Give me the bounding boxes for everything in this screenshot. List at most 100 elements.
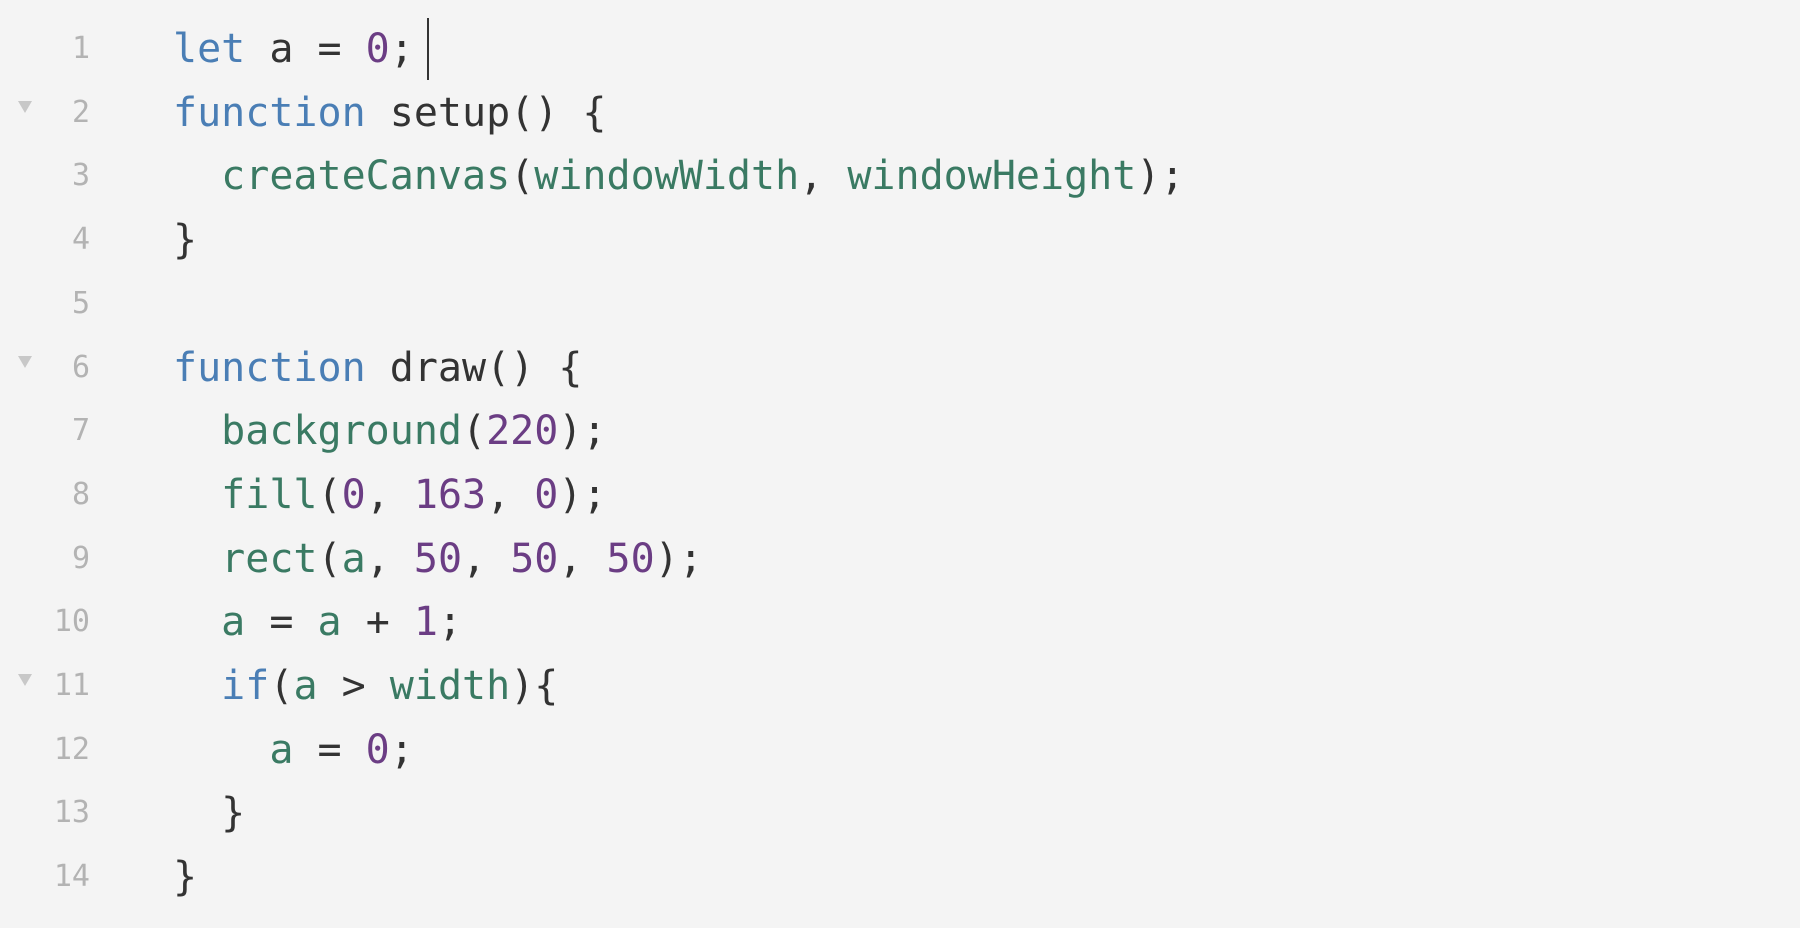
code-token: rect bbox=[221, 535, 318, 582]
code-token: a bbox=[317, 599, 342, 646]
code-token: = bbox=[293, 726, 366, 773]
line-number: 12 bbox=[53, 731, 90, 767]
code-token: function bbox=[173, 89, 366, 136]
code-token: 50 bbox=[510, 535, 559, 582]
code-text: } bbox=[173, 781, 245, 845]
code-token: createCanvas bbox=[221, 153, 511, 200]
code-line[interactable]: 5 bbox=[0, 272, 1800, 336]
code-token: ; bbox=[437, 599, 463, 646]
line-number: 2 bbox=[71, 94, 90, 130]
code-line[interactable]: 4} bbox=[0, 208, 1800, 272]
code-token: windowWidth bbox=[534, 153, 800, 200]
code-token: 1 bbox=[413, 599, 438, 646]
code-token: = bbox=[245, 599, 318, 646]
line-number: 14 bbox=[53, 859, 90, 895]
code-token: windowHeight bbox=[847, 153, 1137, 200]
code-token: width bbox=[389, 663, 511, 709]
line-number: 8 bbox=[71, 476, 90, 512]
code-text: a = 0; bbox=[173, 718, 414, 782]
line-number: 13 bbox=[53, 795, 90, 831]
code-token: a bbox=[293, 663, 318, 709]
line-number: 1 bbox=[71, 31, 90, 66]
code-token: 0 bbox=[365, 26, 390, 72]
code-token: background bbox=[221, 408, 462, 455]
code-token: ); bbox=[558, 408, 607, 455]
code-token: , bbox=[462, 535, 511, 582]
code-text: a = a + 1; bbox=[173, 590, 462, 654]
code-token bbox=[173, 472, 221, 518]
code-token bbox=[173, 599, 221, 645]
code-token: let bbox=[173, 26, 246, 72]
code-token: , bbox=[799, 153, 848, 200]
code-token: ( bbox=[269, 663, 294, 709]
line-number: 10 bbox=[53, 604, 90, 640]
code-line[interactable]: 13 } bbox=[0, 781, 1800, 845]
code-text: rect(a, 50, 50, 50); bbox=[173, 527, 703, 591]
code-token: , bbox=[365, 535, 414, 582]
code-token: 220 bbox=[486, 408, 559, 455]
code-token: ( bbox=[462, 408, 487, 455]
code-token: , bbox=[486, 471, 535, 518]
code-token: 50 bbox=[606, 535, 655, 582]
fold-arrow-icon[interactable] bbox=[18, 674, 32, 686]
code-text: } bbox=[173, 845, 197, 909]
code-token: 163 bbox=[413, 471, 487, 518]
code-line[interactable]: 8 fill(0, 163, 0); bbox=[0, 463, 1800, 527]
code-text: background(220); bbox=[173, 399, 607, 463]
code-token: setup() { bbox=[365, 89, 607, 136]
fold-arrow-icon[interactable] bbox=[18, 355, 32, 368]
code-token: ); bbox=[558, 471, 607, 518]
code-line[interactable]: 14} bbox=[0, 845, 1800, 909]
line-number: 11 bbox=[53, 668, 90, 703]
code-token: ( bbox=[317, 535, 342, 582]
code-text: if(a > width){ bbox=[173, 654, 558, 718]
code-token bbox=[173, 663, 221, 709]
code-token: ( bbox=[317, 471, 342, 518]
line-number: 3 bbox=[71, 158, 90, 194]
code-line[interactable]: 7 background(220); bbox=[0, 399, 1800, 463]
code-token: 50 bbox=[413, 535, 463, 582]
code-token: } bbox=[173, 854, 198, 901]
code-line[interactable]: 3 createCanvas(windowWidth, windowHeight… bbox=[0, 144, 1800, 208]
code-line[interactable]: 10 a = a + 1; bbox=[0, 590, 1800, 654]
code-text: let a = 0; bbox=[173, 17, 414, 81]
code-token: a bbox=[221, 599, 246, 646]
line-number: 4 bbox=[71, 222, 90, 258]
code-token: ); bbox=[1136, 153, 1185, 200]
code-token: draw() { bbox=[365, 344, 583, 391]
code-token: , bbox=[558, 535, 607, 582]
code-token: function bbox=[173, 344, 366, 391]
code-line[interactable]: 2 function setup() { bbox=[0, 81, 1800, 145]
text-cursor bbox=[427, 18, 429, 80]
code-token bbox=[173, 536, 221, 582]
code-token: if bbox=[221, 663, 270, 709]
code-token: a = bbox=[245, 26, 366, 72]
code-token: 0 bbox=[534, 471, 559, 518]
code-token: 0 bbox=[341, 471, 366, 518]
code-text: } bbox=[173, 208, 197, 272]
code-line[interactable]: 1 let a = 0; bbox=[0, 17, 1800, 81]
code-token: a bbox=[341, 535, 366, 582]
code-token: + bbox=[341, 599, 414, 646]
code-token: , bbox=[365, 471, 414, 518]
code-token: ); bbox=[654, 535, 703, 582]
code-line[interactable]: 9 rect(a, 50, 50, 50); bbox=[0, 527, 1800, 591]
line-number: 5 bbox=[71, 285, 90, 321]
code-token: ( bbox=[510, 153, 535, 200]
code-token bbox=[173, 153, 221, 199]
code-token: ; bbox=[389, 26, 414, 72]
code-text: fill(0, 163, 0); bbox=[173, 463, 607, 527]
code-token: ){ bbox=[510, 663, 559, 709]
code-token: a bbox=[269, 726, 294, 773]
fold-arrow-icon[interactable] bbox=[18, 100, 32, 113]
code-text: function setup() { bbox=[173, 81, 606, 145]
code-token: 0 bbox=[365, 726, 390, 773]
code-token: > bbox=[317, 663, 390, 709]
code-line[interactable]: 11 if(a > width){ bbox=[0, 654, 1800, 718]
code-text: createCanvas(windowWidth, windowHeight); bbox=[173, 144, 1184, 208]
code-token: ; bbox=[389, 726, 414, 773]
code-line[interactable]: 12 a = 0; bbox=[0, 718, 1800, 782]
code-text: function draw() { bbox=[173, 336, 582, 400]
